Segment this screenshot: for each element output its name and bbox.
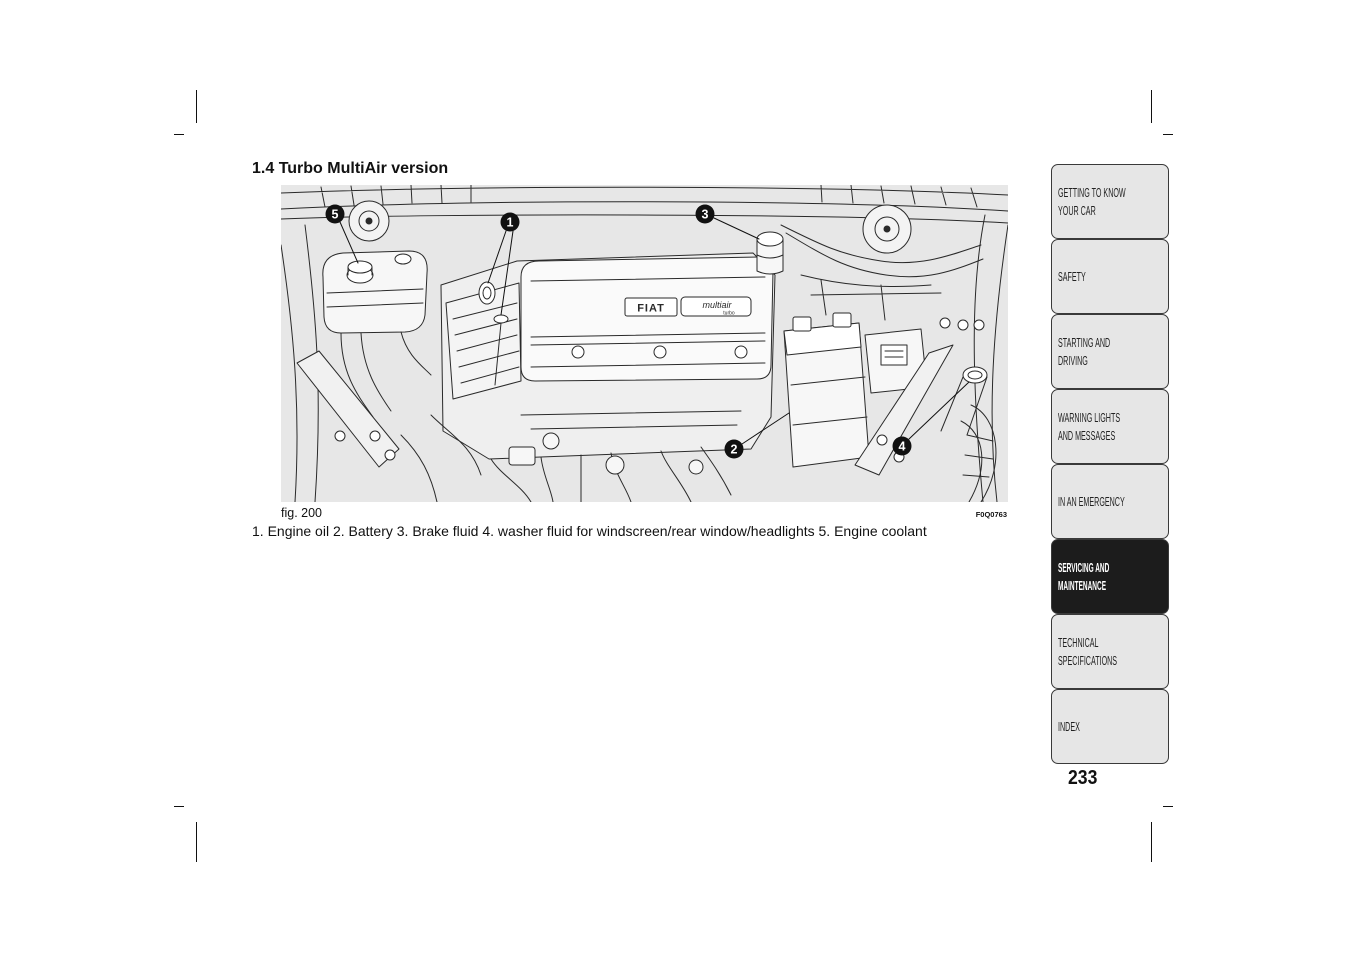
tab-safety[interactable]: SAFETY <box>1051 239 1169 314</box>
multiair-badge-text: multiair <box>702 300 732 310</box>
tab-label-line: STARTING AND <box>1058 334 1111 350</box>
cover-bolt <box>734 345 748 359</box>
crop-mark-bottom-left-vertical <box>196 822 197 862</box>
tab-label-line: SPECIFICATIONS <box>1058 652 1118 668</box>
fuse-box <box>864 328 928 394</box>
multiair-badge <box>680 296 752 317</box>
tab-label-line: SAFETY <box>1058 268 1086 284</box>
page-number: 233 <box>1068 767 1098 789</box>
tab-servicing-and-maintenance[interactable]: SERVICING AND MAINTENANCE <box>1051 539 1169 614</box>
callout-4: 4 <box>892 381 970 456</box>
callout-1: 1 <box>487 212 520 316</box>
callout-number: 4 <box>899 440 906 454</box>
figure-label: fig. 200 <box>281 506 323 520</box>
callout-number: 2 <box>731 443 738 457</box>
figure-caption: 1. Engine oil 2. Battery 3. Brake fluid … <box>252 523 927 539</box>
tab-label-line: DRIVING <box>1058 352 1088 368</box>
coolant-reservoir <box>322 250 432 418</box>
tab-technical-specifications[interactable]: TECHNICAL SPECIFICATIONS <box>1051 614 1169 689</box>
air-duct-right <box>960 404 997 502</box>
washer-fluid-filler <box>940 366 988 436</box>
tab-label-line: AND MESSAGES <box>1058 427 1116 443</box>
tab-getting-to-know-your-car[interactable]: GETTING TO KNOW YOUR CAR <box>1051 164 1169 239</box>
engine-bay-figure: FIAT multiair turbo <box>281 185 1008 502</box>
tab-index[interactable]: INDEX <box>1051 689 1169 764</box>
callout-3: 3 <box>695 204 760 240</box>
callout-5: 5 <box>325 204 359 264</box>
fiat-badge <box>624 297 678 317</box>
tab-label-line: IN AN EMERGENCY <box>1058 493 1125 509</box>
tab-label-line: GETTING TO KNOW <box>1058 184 1126 200</box>
engine-cover: FIAT multiair turbo <box>520 256 774 382</box>
section-title: 1.4 Turbo MultiAir version <box>252 160 449 177</box>
crop-mark-bottom-right-vertical <box>1151 822 1152 862</box>
strut-tower-left <box>348 200 390 242</box>
crop-mark-top-left-horizontal <box>174 134 184 135</box>
tab-label-line: MAINTENANCE <box>1058 577 1107 593</box>
crop-mark-bottom-left-horizontal <box>174 806 184 807</box>
tab-in-an-emergency[interactable]: IN AN EMERGENCY <box>1051 464 1169 539</box>
engine-bay-drawing: FIAT multiair turbo <box>281 185 1008 502</box>
turbo-badge-text: turbo <box>723 311 735 317</box>
bracket-bolts <box>939 317 985 331</box>
tab-starting-and-driving[interactable]: STARTING AND DRIVING <box>1051 314 1169 389</box>
oil-filler-cap <box>478 281 496 305</box>
fender-left <box>281 224 319 502</box>
callout-2: 2 <box>724 412 790 459</box>
dipstick <box>493 314 509 386</box>
lower-sensors <box>508 432 704 475</box>
callout-number: 3 <box>702 208 709 222</box>
tab-label-line: INDEX <box>1058 718 1080 734</box>
crop-mark-bottom-right-horizontal <box>1163 806 1173 807</box>
tab-label-line: TECHNICAL <box>1058 634 1099 650</box>
tab-label-line: YOUR CAR <box>1058 202 1096 218</box>
cowl-panel <box>281 185 1008 224</box>
battery <box>783 312 870 468</box>
lower-engine-pipes <box>400 410 742 502</box>
tab-label-line: SERVICING AND <box>1058 559 1110 575</box>
wiring-harness <box>780 224 984 321</box>
crop-mark-top-right-vertical <box>1151 90 1152 123</box>
brake-fluid-reservoir <box>756 231 784 275</box>
cover-bolt <box>653 345 667 359</box>
callout-number: 5 <box>332 208 339 222</box>
intake-manifold <box>445 282 522 400</box>
cross-brace-left <box>296 350 400 468</box>
figure-code: F0Q0763 <box>975 510 1007 519</box>
crop-mark-top-right-horizontal <box>1163 134 1173 135</box>
crop-mark-top-left-vertical <box>196 90 197 123</box>
tab-warning-lights-and-messages[interactable]: WARNING LIGHTS AND MESSAGES <box>1051 389 1169 464</box>
cover-bolt <box>571 345 585 359</box>
strut-tower-right <box>862 204 912 254</box>
fiat-badge-text: FIAT <box>637 303 665 315</box>
callout-number: 1 <box>507 216 514 230</box>
tab-label-line: WARNING LIGHTS <box>1058 409 1121 425</box>
